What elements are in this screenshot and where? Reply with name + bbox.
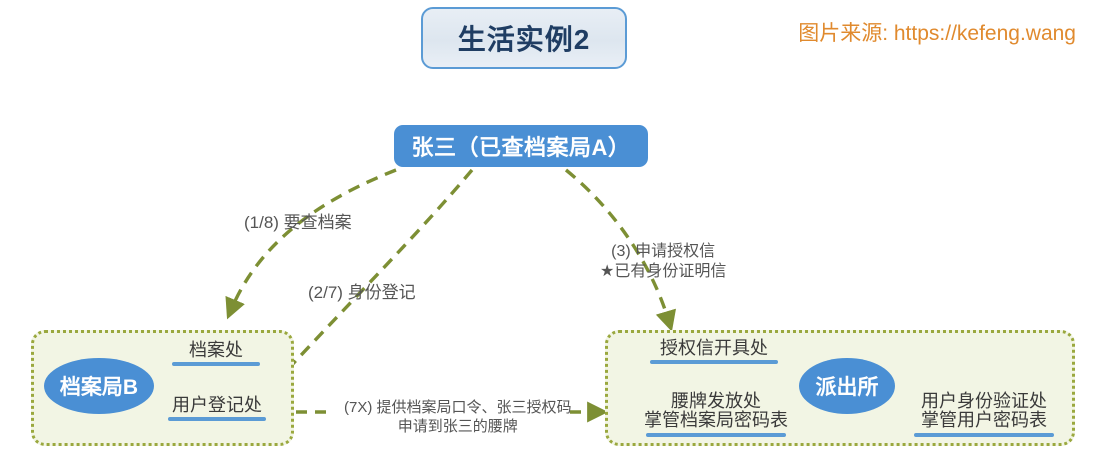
branch-user-verification-rule bbox=[914, 432, 1054, 437]
edge-label-apply-authorization: (3) 申请授权信 ★已有身份证明信 bbox=[600, 242, 726, 282]
branch-authorization-issuing-label: 授权信开具处 bbox=[660, 338, 768, 358]
edge-label-identity-register: (2/7) 身份登记 bbox=[308, 283, 416, 302]
branch-user-verification: 用户身份验证处 掌管用户密码表 bbox=[914, 391, 1054, 437]
edge-label-apply-authorization-line1: (3) 申请授权信 bbox=[611, 243, 716, 260]
branch-authorization-issuing-rule bbox=[650, 360, 778, 365]
branch-user-verification-line1: 用户身份验证处 bbox=[921, 391, 1047, 411]
edge-label-request-token-line2: 申请到张三的腰牌 bbox=[397, 417, 518, 435]
edge-label-apply-authorization-line2: ★已有身份证明信 bbox=[600, 263, 727, 280]
diagram-title-box: 生活实例2 bbox=[421, 7, 627, 69]
edge-identity-register bbox=[269, 168, 474, 390]
edge-request-archive bbox=[225, 168, 397, 320]
node-archive-bureau-b: 档案局B bbox=[44, 358, 154, 414]
edge-label-request-token: (7X) 提供档案局口令、张三授权码 申请到张三的腰牌 bbox=[344, 399, 572, 437]
edge-label-request-archive: (1/8) 要查档案 bbox=[244, 213, 352, 232]
source-watermark: 图片来源: https://kefeng.wang bbox=[798, 22, 1076, 45]
node-police-station-label: 派出所 bbox=[815, 376, 879, 399]
page-title: 生活实例2 bbox=[457, 24, 591, 55]
branch-user-registration-label: 用户登记处 bbox=[172, 395, 262, 415]
branch-token-issuing: 腰牌发放处 掌管档案局密码表 bbox=[644, 391, 788, 437]
branch-user-registration-rule bbox=[168, 417, 266, 422]
branch-token-issuing-line2: 掌管档案局密码表 bbox=[644, 410, 788, 431]
branch-archive-office-label: 档案处 bbox=[189, 340, 243, 360]
branch-user-verification-line2: 掌管用户密码表 bbox=[921, 410, 1047, 431]
branch-archive-office-rule bbox=[172, 362, 260, 367]
node-archive-bureau-b-label: 档案局B bbox=[59, 376, 139, 399]
edge-apply-authorization bbox=[564, 168, 677, 332]
branch-archive-office: 档案处 bbox=[172, 340, 260, 367]
node-person-zhangsan: 张三（已查档案局A） bbox=[394, 125, 648, 167]
node-person-label: 张三（已查档案局A） bbox=[411, 135, 631, 160]
branch-token-issuing-rule bbox=[646, 432, 786, 437]
node-police-station: 派出所 bbox=[799, 358, 895, 414]
branch-user-registration: 用户登记处 bbox=[168, 395, 266, 422]
branch-token-issuing-line1: 腰牌发放处 bbox=[671, 391, 761, 411]
edge-label-request-token-line1: (7X) 提供档案局口令、张三授权码 bbox=[344, 399, 572, 416]
branch-authorization-issuing: 授权信开具处 bbox=[650, 338, 778, 365]
